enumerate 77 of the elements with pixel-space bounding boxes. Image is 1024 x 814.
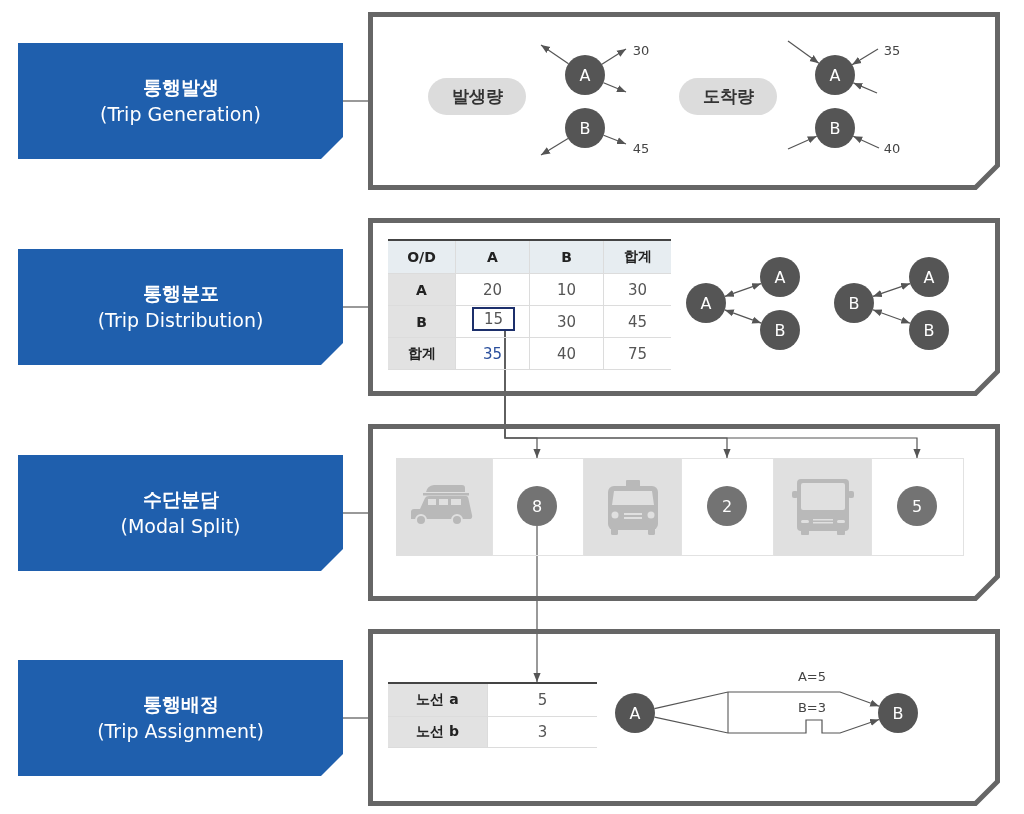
step-subtitle: (Trip Distribution)	[97, 308, 264, 333]
zone-circle: B	[878, 693, 918, 733]
zone-circle: B	[815, 108, 855, 148]
table-cell: 20	[456, 274, 530, 306]
step-panel	[368, 424, 1000, 601]
header-cell: 합계	[604, 241, 671, 274]
step-title: 통행발생	[142, 75, 219, 100]
arrow	[653, 691, 880, 710]
step-banner	[18, 249, 343, 365]
arrow	[602, 82, 627, 93]
connector-line	[342, 512, 369, 514]
step-title: 통행분포	[142, 281, 219, 306]
label-pill: 도착량	[679, 78, 777, 115]
zone-circle: A	[615, 693, 655, 733]
connector-line	[342, 306, 369, 308]
count-circle: 8	[517, 486, 557, 526]
step-banner	[18, 455, 343, 571]
table-cell: 30	[530, 306, 604, 338]
highlighted-cell: 15	[472, 307, 515, 331]
row-header-cell: B	[388, 306, 456, 338]
header-cell: B	[530, 241, 604, 274]
table-cell: 35	[456, 338, 530, 370]
step-panel	[368, 12, 1000, 190]
step-subtitle: (Trip Assignment)	[97, 719, 264, 744]
step-banner	[18, 43, 343, 159]
arrow	[540, 44, 570, 65]
arrow	[852, 135, 880, 149]
mode-cell	[871, 458, 964, 556]
row-header-cell: 합계	[388, 338, 456, 370]
route-table	[388, 682, 597, 748]
arrow	[654, 716, 880, 734]
step-title: 통행배정	[142, 692, 219, 717]
zone-circle: B	[909, 310, 949, 350]
table-cell: 3	[488, 717, 597, 748]
od-table	[388, 239, 671, 370]
arrow	[603, 134, 627, 145]
table-cell: 45	[604, 306, 671, 338]
step-title: 수단분담	[142, 487, 219, 512]
arrow	[533, 525, 541, 683]
arrow	[852, 82, 878, 94]
count-circle: 5	[897, 486, 937, 526]
zone-circle: B	[760, 310, 800, 350]
table-cell: 10	[530, 274, 604, 306]
double-arrow	[724, 309, 762, 324]
row-header-cell: 노선 b	[388, 717, 488, 748]
zone-circle: A	[565, 55, 605, 95]
zone-circle: A	[686, 283, 726, 323]
step-subtitle: (Modal Split)	[120, 514, 241, 539]
double-arrow	[872, 309, 911, 324]
connector-line	[342, 717, 369, 719]
step-panel	[368, 218, 1000, 396]
table-cell: 30	[604, 274, 671, 306]
header-cell: A	[456, 241, 530, 274]
label-pill: 발생량	[428, 78, 526, 115]
row-header-cell: 노선 a	[388, 684, 488, 717]
step-subtitle: (Trip Generation)	[100, 102, 261, 127]
step-panel	[368, 629, 1000, 806]
arrow	[851, 48, 879, 66]
double-arrow	[872, 283, 911, 297]
row-header-cell: A	[388, 274, 456, 306]
zone-circle: A	[760, 257, 800, 297]
arrow	[504, 330, 921, 459]
zone-circle: A	[909, 257, 949, 297]
zone-circle: B	[834, 283, 874, 323]
arrow	[540, 137, 569, 156]
table-cell: 75	[604, 338, 671, 370]
header-cell: O/D	[388, 241, 456, 274]
table-cell: 40	[530, 338, 604, 370]
zone-circle: A	[815, 55, 855, 95]
arrow	[787, 40, 820, 64]
arrow	[601, 48, 627, 65]
table-cell: 5	[488, 684, 597, 717]
arrow	[787, 135, 818, 150]
zone-circle: B	[565, 108, 605, 148]
count-circle: 2	[707, 486, 747, 526]
step-banner	[18, 660, 343, 776]
double-arrow	[724, 283, 762, 297]
